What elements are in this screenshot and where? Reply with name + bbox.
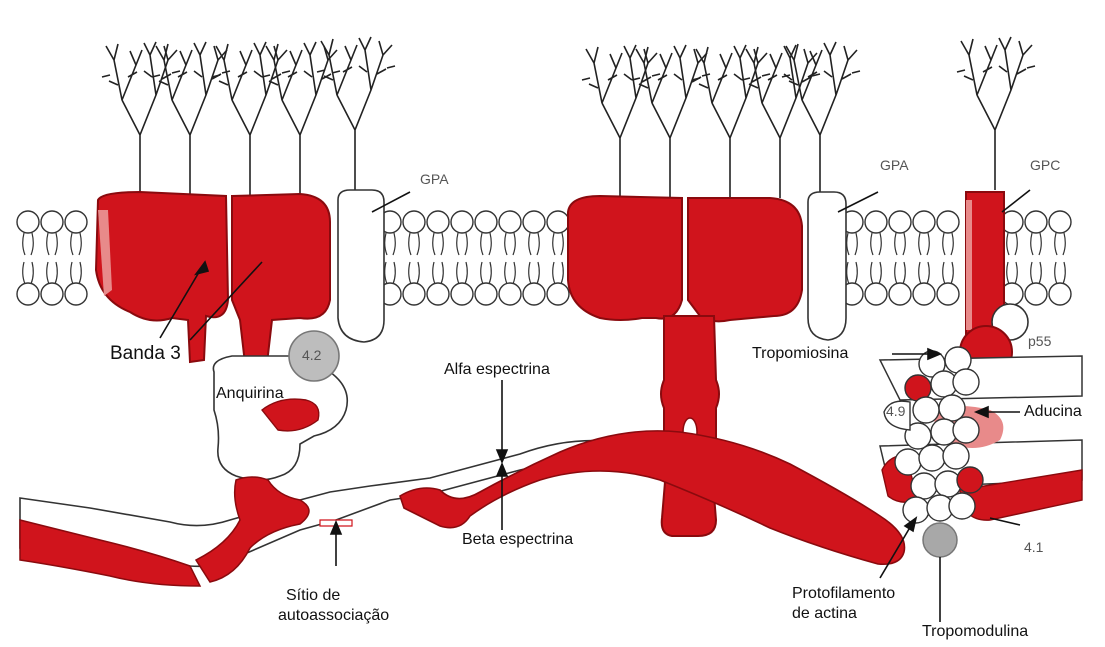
actin-monomer — [953, 369, 979, 395]
lipid-molecule — [1025, 211, 1047, 305]
gpa-right-label: GPA — [880, 158, 909, 172]
lipid-molecule — [65, 211, 87, 305]
aducina-label: Aducina — [1024, 404, 1082, 420]
lipid-molecule — [17, 211, 39, 305]
lipid-molecule — [1049, 211, 1071, 305]
lipid-molecule — [937, 211, 959, 305]
lipid-molecule — [547, 211, 569, 305]
gpc-label: GPC — [1030, 158, 1060, 172]
gpa-left-label: GPA — [420, 172, 449, 186]
lipid-molecule — [403, 211, 425, 305]
gpa-left-protein — [338, 190, 384, 342]
anquirina-label: Anquirina — [216, 386, 284, 402]
sitio-label: Sítio de autoassociação — [278, 586, 389, 626]
lipid-molecule — [499, 211, 521, 305]
lipid-molecule — [889, 211, 911, 305]
actin-monomer — [939, 395, 965, 421]
lipid-molecule — [451, 211, 473, 305]
protofilamento-line-1: Protofilamento — [792, 584, 895, 604]
sitio-line-2: autoassociação — [278, 606, 389, 626]
band-4-1-label: 4.1 — [1024, 540, 1043, 554]
actin-monomer — [895, 449, 921, 475]
protofilamento-label: Protofilamento de actina — [792, 584, 895, 624]
alfa-espectrina-label: Alfa espectrina — [444, 362, 550, 378]
band-4-2-label: 4.2 — [302, 348, 321, 362]
lipid-molecule — [913, 211, 935, 305]
protofilamento-line-2: de actina — [792, 604, 895, 624]
gpa-right-protein — [808, 192, 846, 340]
lipid-molecule — [475, 211, 497, 305]
spectrin-filaments — [20, 431, 905, 586]
actin-monomer — [911, 473, 937, 499]
tropomiosina-label: Tropomiosina — [752, 346, 848, 362]
beta-espectrina-label: Beta espectrina — [462, 532, 573, 548]
actin-monomer — [943, 443, 969, 469]
lipid-molecule — [41, 211, 63, 305]
actin-monomer — [919, 445, 945, 471]
lipid-molecule — [427, 211, 449, 305]
actin-monomer — [949, 493, 975, 519]
tropomodulina-label: Tropomodulina — [922, 624, 1028, 640]
lipid-molecule — [865, 211, 887, 305]
glycan-chains — [102, 37, 1035, 198]
actin-monomer — [953, 417, 979, 443]
actin-monomer — [957, 467, 983, 493]
actin-monomer — [913, 397, 939, 423]
sitio-line-1: Sítio de — [278, 586, 389, 606]
actin-junction — [880, 347, 1082, 622]
band-4-9-label: 4.9 — [886, 404, 905, 418]
banda3-label: Banda 3 — [110, 344, 181, 363]
p55-label: p55 — [1028, 334, 1051, 348]
ankyrin-complex — [213, 331, 347, 480]
lipid-molecule — [523, 211, 545, 305]
